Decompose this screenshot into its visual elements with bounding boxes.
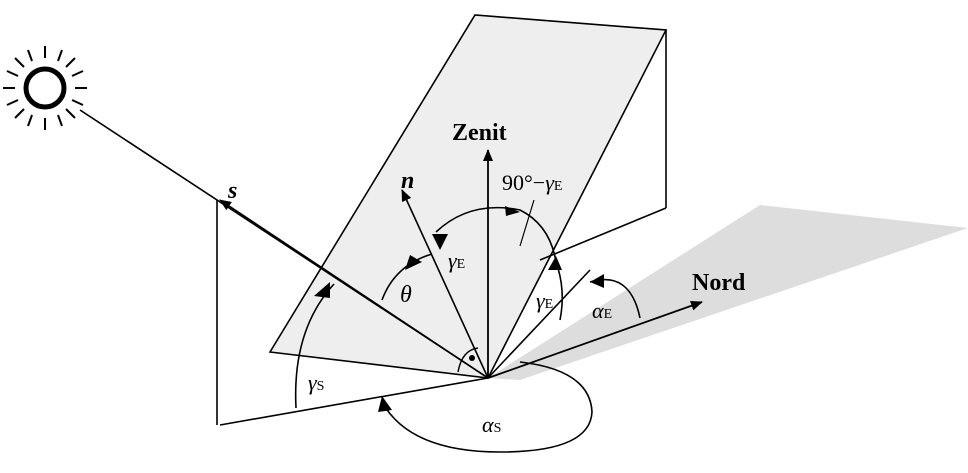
- north-label: Nord: [692, 270, 746, 296]
- gamma-s-label: γS: [308, 370, 324, 395]
- complement-arc-arrow: [505, 206, 520, 216]
- normal-vector-label: n: [401, 168, 414, 194]
- gamma-e-upper-label: γE: [448, 248, 465, 273]
- gamma-s-arrow: [314, 282, 330, 298]
- alpha-e-arrow: [590, 274, 604, 288]
- plane-back-diagonal: [539, 207, 667, 261]
- complement-leader: [519, 199, 535, 247]
- theta-arc: [381, 253, 433, 301]
- theta-label: θ: [400, 282, 412, 308]
- alpha-s-arrow: [378, 396, 392, 412]
- alpha-s-arc: [381, 361, 593, 453]
- theta-arc-arrow: [405, 255, 422, 270]
- complement-arc: [435, 206, 557, 263]
- zenith-label: Zenit: [452, 120, 507, 146]
- complement-arc-end-arrow: [548, 256, 562, 270]
- gamma-e-lower-label: γE: [536, 288, 553, 313]
- right-angle-marker: [457, 347, 479, 373]
- complement-gamma: γ: [545, 170, 555, 195]
- sun-vector-label: s: [227, 178, 237, 204]
- gamma-e-lower-arc: [555, 261, 564, 321]
- sun-vector-arrow: [219, 199, 489, 379]
- complement-sub: E: [554, 179, 563, 194]
- ground-line: [219, 377, 489, 426]
- normal-vector-arrow: [401, 189, 489, 379]
- right-angle-dot: [469, 355, 475, 361]
- alpha-e-label: αE: [592, 298, 612, 323]
- gamma-e-arrow: [432, 234, 448, 250]
- north-arrow: [487, 300, 703, 379]
- plane-projection-line: [487, 269, 591, 379]
- sun-icon: [3, 46, 87, 130]
- complement-prefix: 90°−: [502, 170, 545, 195]
- alpha-s-label: αS: [482, 412, 501, 437]
- complement-label: 90°−γE: [502, 170, 562, 195]
